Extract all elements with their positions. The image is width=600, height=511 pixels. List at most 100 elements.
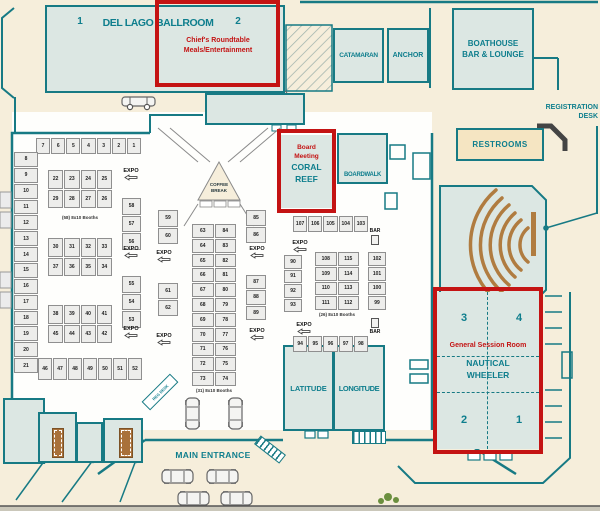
booth-66: 66: [192, 268, 214, 283]
bar-marker-bottom: BAR: [364, 317, 386, 335]
booth-9: 9: [14, 167, 38, 183]
nautical-quad-4: 4: [515, 312, 523, 324]
nautical-divider-horizontal-1: [437, 356, 539, 357]
booth-13: 13: [14, 231, 38, 247]
coral-meeting-line2: Meeting: [294, 153, 319, 160]
booth-58: 58: [122, 198, 141, 215]
booth-93: 93: [284, 298, 302, 312]
coral-meeting-line1: Board: [297, 144, 316, 151]
booth-12: 12: [14, 215, 38, 231]
nautical-quad-3: 3: [460, 312, 468, 324]
booth-85: 85: [246, 210, 266, 226]
booth-63: 63: [192, 224, 214, 238]
expo-aisle-marker: EXPO: [290, 322, 318, 337]
booth-43: 43: [80, 324, 96, 343]
booth-70: 70: [192, 327, 214, 342]
booth-1: 1: [126, 138, 141, 154]
booth-39: 39: [64, 305, 80, 324]
expo-label: EXPO: [156, 333, 172, 339]
room-latitude: LATITUDE: [283, 345, 334, 431]
room-catamaran: CATAMARAN: [333, 28, 384, 83]
expo-aisle-marker: EXPO: [243, 246, 271, 261]
expo-aisle-marker: EXPO: [117, 246, 145, 261]
expo-label: EXPO: [156, 250, 172, 256]
room-nautical-wheeler: [437, 292, 539, 449]
booth-68: 68: [192, 298, 214, 312]
theater-room: [439, 185, 547, 305]
booth-74: 74: [214, 372, 236, 386]
booth-55: 55: [122, 276, 141, 293]
booth-98: 98: [353, 336, 368, 352]
booth-65: 65: [192, 253, 214, 268]
booth-89: 89: [246, 305, 266, 320]
room-label-anchor: ANCHOR: [392, 52, 424, 59]
booth-38: 38: [48, 305, 64, 324]
booth-14: 14: [14, 247, 38, 262]
room-coral-reef: Board Meeting CORAL REEF: [281, 135, 332, 208]
room-boardwalk: BOARDWALK: [337, 133, 388, 184]
booth-69: 69: [192, 312, 214, 327]
double-arrow-icon: [157, 339, 171, 346]
booth-10: 10: [14, 183, 38, 199]
booth-count-right: (26) 8x10 Booths: [318, 312, 355, 317]
booth-34: 34: [96, 257, 112, 276]
ballroom-title: DEL LAGO BALLROOM: [102, 17, 214, 29]
main-entrance-label: MAIN ENTRANCE: [175, 450, 251, 460]
conference-table-2: [119, 428, 133, 458]
booth-103: 103: [353, 216, 368, 232]
booth-5: 5: [66, 138, 81, 154]
booth-41: 41: [96, 305, 112, 324]
booth-48: 48: [68, 358, 82, 380]
booth-107: 107: [293, 216, 308, 232]
booth-31: 31: [64, 238, 80, 257]
expo-label: EXPO: [292, 240, 308, 246]
booth-11: 11: [14, 199, 38, 215]
booth-26: 26: [96, 189, 112, 208]
booth-79: 79: [214, 298, 236, 312]
expo-label: EXPO: [123, 168, 139, 174]
room-label-restrooms: RESTROOMS: [472, 140, 528, 149]
booth-59: 59: [158, 210, 178, 227]
booth-35: 35: [80, 257, 96, 276]
booth-96: 96: [323, 336, 338, 352]
booth-62: 62: [158, 300, 178, 316]
booth-33: 33: [96, 238, 112, 257]
booth-25: 25: [96, 170, 112, 189]
booth-111: 111: [315, 296, 337, 310]
nautical-wheeler-label: NAUTICAL WHEELER: [446, 357, 530, 381]
booth-82: 82: [214, 253, 236, 268]
booth-50: 50: [98, 358, 112, 380]
bar-label: BAR: [369, 329, 381, 335]
booth-49: 49: [83, 358, 97, 380]
chiefs-note-line2: Meals/Entertainment: [183, 47, 253, 54]
booth-72: 72: [192, 357, 214, 372]
nautical-label-line1: NAUTICAL: [466, 358, 510, 368]
room-longitude: LONGITUDE: [333, 345, 385, 431]
booth-23: 23: [64, 170, 80, 189]
booth-51: 51: [113, 358, 127, 380]
theater-callout-line: [545, 212, 598, 229]
booth-78: 78: [214, 312, 236, 327]
booth-101: 101: [368, 266, 386, 281]
room-label-latitude: LATITUDE: [290, 383, 327, 393]
general-session-note: General Session Room: [449, 342, 527, 349]
booth-56: 56: [122, 233, 141, 250]
expo-label: EXPO: [123, 326, 139, 332]
booth-15: 15: [14, 262, 38, 278]
booth-106: 106: [308, 216, 323, 232]
booth-100: 100: [368, 281, 386, 296]
booth-21: 21: [14, 358, 38, 373]
room-label-reef: REEF: [295, 174, 318, 184]
theater-seating-rows: [468, 188, 530, 302]
expo-aisle-marker: EXPO: [243, 328, 271, 343]
double-arrow-icon: [157, 256, 171, 263]
booth-36: 36: [64, 257, 80, 276]
booth-110: 110: [315, 281, 337, 296]
